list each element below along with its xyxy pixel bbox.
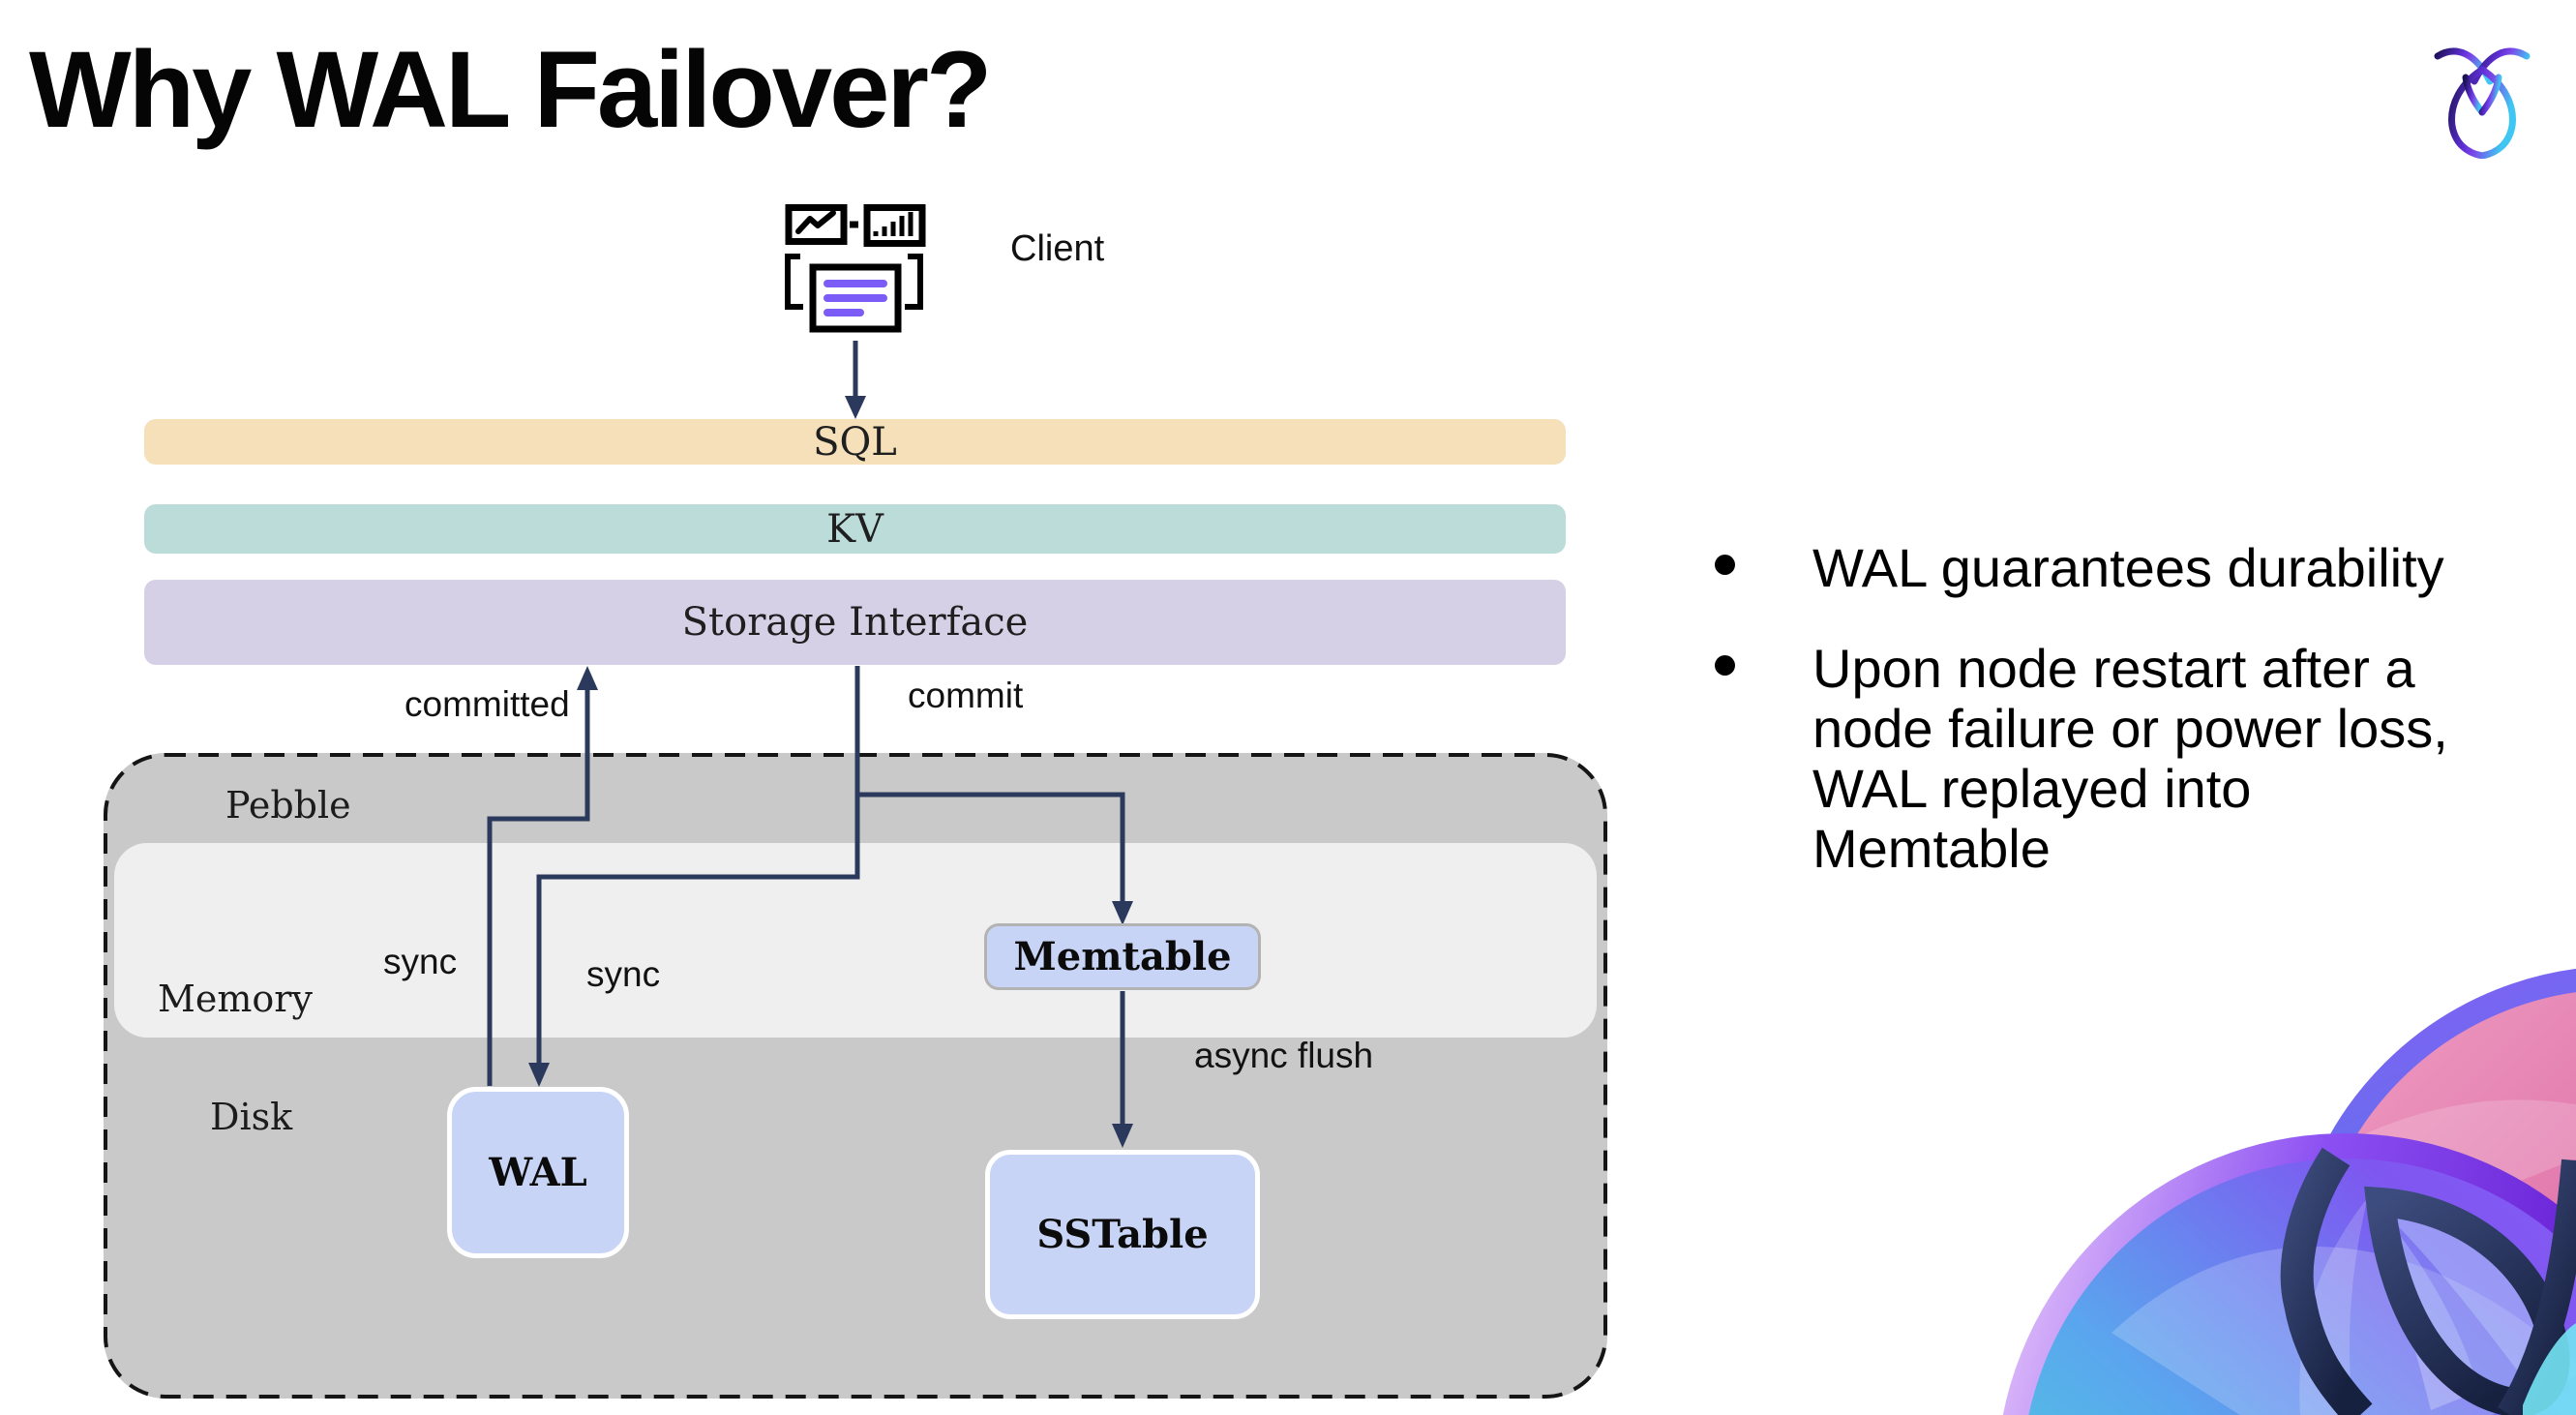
- layer-bar-sql: SQL: [144, 419, 1566, 465]
- commit-edge-label: commit: [908, 676, 1024, 715]
- memtable-node: Memtable: [984, 923, 1261, 990]
- list-item: Upon node restart after a node failure o…: [1715, 639, 2489, 879]
- sync-right-edge-label: sync: [586, 954, 661, 994]
- edge-sync-to-wal: [536, 666, 860, 1078]
- list-item: WAL guarantees durability: [1715, 538, 2489, 598]
- pebble-dashed-border: [104, 753, 1607, 1399]
- bullet-text: WAL guarantees durability: [1812, 537, 2444, 598]
- bullet-dot-icon: [1715, 555, 1735, 575]
- arrowhead-into-sstable: [1112, 1124, 1133, 1148]
- disk-zone-label: Disk: [210, 1096, 293, 1138]
- arrowhead-into-memtable: [1112, 901, 1133, 925]
- wal-node: WAL: [447, 1087, 629, 1258]
- bullet-list: WAL guarantees durability Upon node rest…: [1715, 538, 2489, 879]
- arrowhead-into-storage: [577, 666, 598, 690]
- sync-left-edge-label: sync: [383, 942, 458, 981]
- bullet-text: Upon node restart after a node failure o…: [1812, 638, 2448, 879]
- edge-committed: [487, 675, 590, 1086]
- cockroachdb-logo-icon: [2434, 47, 2531, 159]
- layer-bar-kv-label: KV: [826, 506, 884, 552]
- brand-corner-art: [1995, 917, 2576, 1415]
- client-label: Client: [1010, 228, 1105, 269]
- arrowhead-into-sql: [845, 396, 866, 419]
- edge-commit-to-memtable: [857, 792, 1125, 917]
- async-flush-edge-label: async flush: [1194, 1036, 1374, 1075]
- wal-node-label: WAL: [489, 1150, 587, 1195]
- pebble-label: Pebble: [225, 784, 351, 827]
- client-app-icon: [785, 204, 926, 333]
- sstable-node-label: SSTable: [1036, 1212, 1209, 1257]
- committed-edge-label: committed: [404, 684, 570, 724]
- layer-bar-sql-label: SQL: [813, 419, 897, 465]
- memory-zone-label: Memory: [158, 978, 313, 1020]
- arrowhead-into-wal: [528, 1063, 550, 1087]
- page-title: Why WAL Failover?: [29, 29, 992, 150]
- sstable-node: SSTable: [985, 1150, 1260, 1319]
- layer-bar-storage-interface: Storage Interface: [144, 580, 1566, 665]
- bullet-dot-icon: [1715, 655, 1735, 676]
- layer-bar-kv: KV: [144, 504, 1566, 554]
- memtable-node-label: Memtable: [1013, 934, 1232, 979]
- brand-corner-art-graphic: [2002, 969, 2576, 1415]
- layer-bar-storage-label: Storage Interface: [681, 600, 1029, 645]
